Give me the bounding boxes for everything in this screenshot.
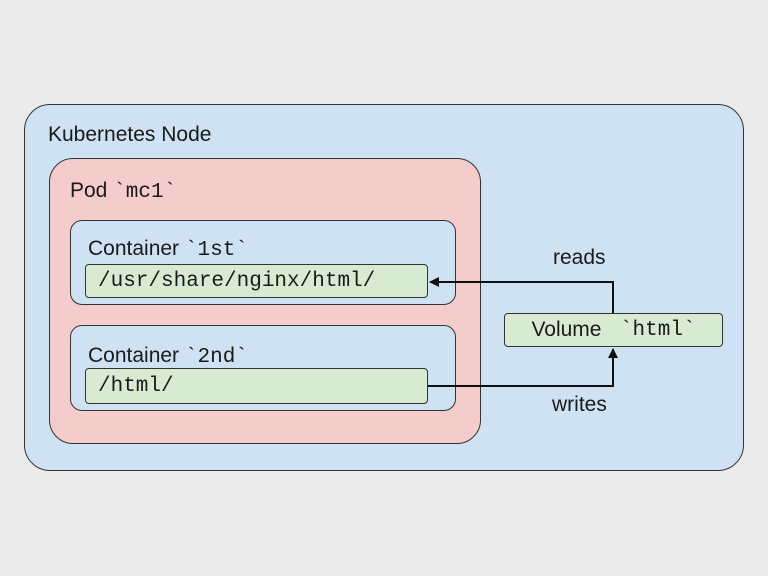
- reads-arrow: [429, 277, 614, 313]
- pod-label: Pod `mc1`: [70, 180, 176, 203]
- container-1st-label-code: `1st`: [184, 239, 248, 262]
- container-2nd-path: /html/: [85, 368, 428, 404]
- container-2nd-label-prefix: Container: [88, 344, 185, 367]
- container-2nd-label: Container `2nd`: [88, 345, 248, 368]
- container-1st-label-prefix: Container: [88, 237, 185, 260]
- pod-label-prefix: Pod: [70, 179, 114, 202]
- container-1st-label: Container `1st`: [88, 238, 248, 261]
- reads-label: reads: [553, 246, 606, 269]
- volume-label-prefix: Volume: [531, 318, 608, 341]
- container-1st-path: /usr/share/nginx/html/: [85, 264, 428, 298]
- writes-label: writes: [552, 393, 607, 416]
- pod-label-code: `mc1`: [113, 181, 177, 204]
- volume-label-code: `html`: [607, 318, 696, 342]
- writes-arrow: [428, 348, 618, 387]
- container-2nd-label-code: `2nd`: [184, 346, 248, 369]
- volume-html: Volume `html`: [504, 313, 723, 347]
- kubernetes-node-label: Kubernetes Node: [48, 123, 212, 146]
